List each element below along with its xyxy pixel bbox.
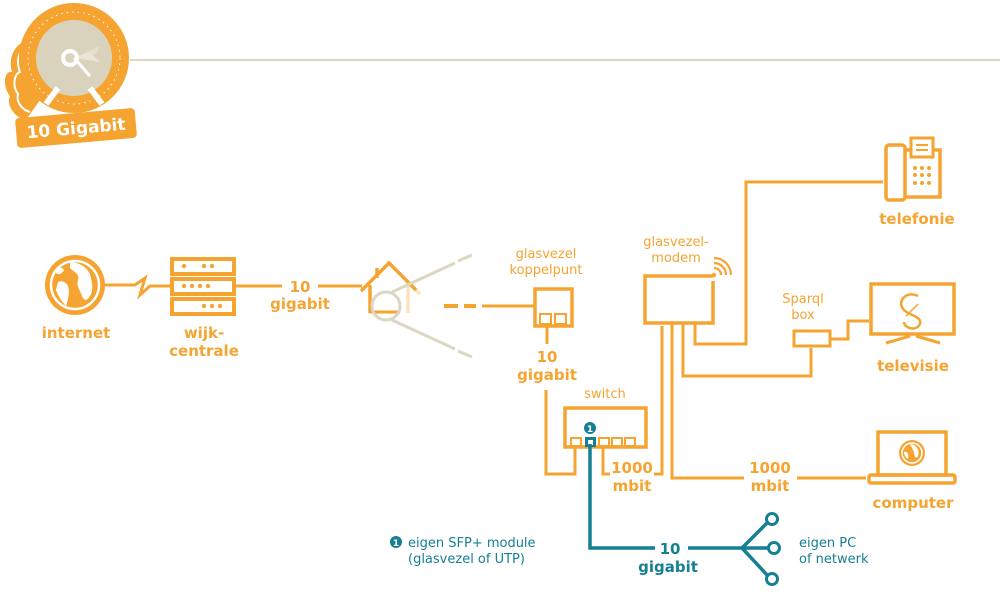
koppelpunt-label-line2: koppelpunt	[510, 263, 583, 278]
link-label-koppel-switch-line1: 10	[537, 348, 558, 366]
footnote-marker-number: 1	[393, 539, 399, 549]
sparqlbox-label-line2: box	[791, 308, 815, 323]
eigen-pc-label-line1: eigen PC	[799, 536, 856, 551]
link-label-wijk-home-line2: gigabit	[270, 295, 330, 313]
magnifier-icon	[370, 253, 473, 359]
link-label-eigen-pc-line2: gigabit	[638, 558, 698, 576]
fiber-outlet-icon	[533, 287, 574, 328]
link-switch-modem	[601, 448, 610, 476]
link-label-koppel-switch-line2: gigabit	[517, 366, 577, 384]
wijkcentrale-label-line1: wijk-	[184, 324, 224, 342]
link-koppelpunt-switch	[544, 390, 577, 476]
link-label-wijk-home-line1: 10	[290, 278, 311, 296]
sfp-marker	[584, 422, 596, 434]
link-label-switch-modem-line1: 1000	[611, 459, 653, 477]
link-label-eigen-pc-line1: 10	[660, 540, 681, 558]
modem-label-line2: modem	[651, 251, 701, 266]
speedometer-icon	[4, 3, 129, 120]
sfp-marker-number: 1	[587, 425, 593, 435]
link-modem-sparqlbox	[681, 323, 813, 378]
link-internet-wijkcentrale	[105, 274, 170, 300]
footnote-line2: (glasvezel of UTP)	[408, 552, 525, 567]
sparql-box-icon	[792, 329, 832, 348]
network-branch-icon	[740, 512, 781, 586]
internet-label: internet	[42, 324, 111, 342]
link-switch-eigen-pc	[588, 444, 655, 550]
footnote-line1: eigen SFP+ module	[408, 536, 536, 551]
footnote-marker	[390, 536, 402, 548]
house-icon	[360, 260, 422, 314]
server-rack-icon	[170, 257, 236, 316]
telefonie-label: telefonie	[879, 210, 954, 228]
sparqlbox-label-line1: Sparql	[782, 292, 823, 307]
badge: 10 Gigabit	[15, 108, 137, 148]
link-label-switch-modem-line2: mbit	[613, 477, 652, 495]
wijkcentrale-label-line2: centrale	[169, 342, 239, 360]
wifi-icon	[711, 256, 733, 278]
switch-icon	[563, 406, 648, 449]
phone-icon	[884, 136, 942, 202]
link-modem-telefonie	[693, 180, 883, 346]
switch-label: switch	[584, 387, 626, 402]
link-label-modem-computer-line2: mbit	[751, 477, 790, 495]
laptop-icon	[867, 430, 957, 485]
modem-icon	[643, 274, 715, 325]
eigen-pc-label-line2: of netwerk	[799, 552, 869, 567]
link-label-modem-computer-line1: 1000	[749, 459, 791, 477]
computer-label: computer	[873, 494, 955, 512]
globe-icon	[45, 255, 105, 315]
modem-label-line1: glasvezel-	[643, 235, 709, 250]
tv-icon	[869, 282, 956, 345]
link-modem-computer	[670, 323, 744, 480]
koppelpunt-label-line1: glasvezel	[516, 247, 577, 262]
link-sparqlbox-tv	[830, 319, 869, 341]
televisie-label: televisie	[877, 357, 949, 375]
